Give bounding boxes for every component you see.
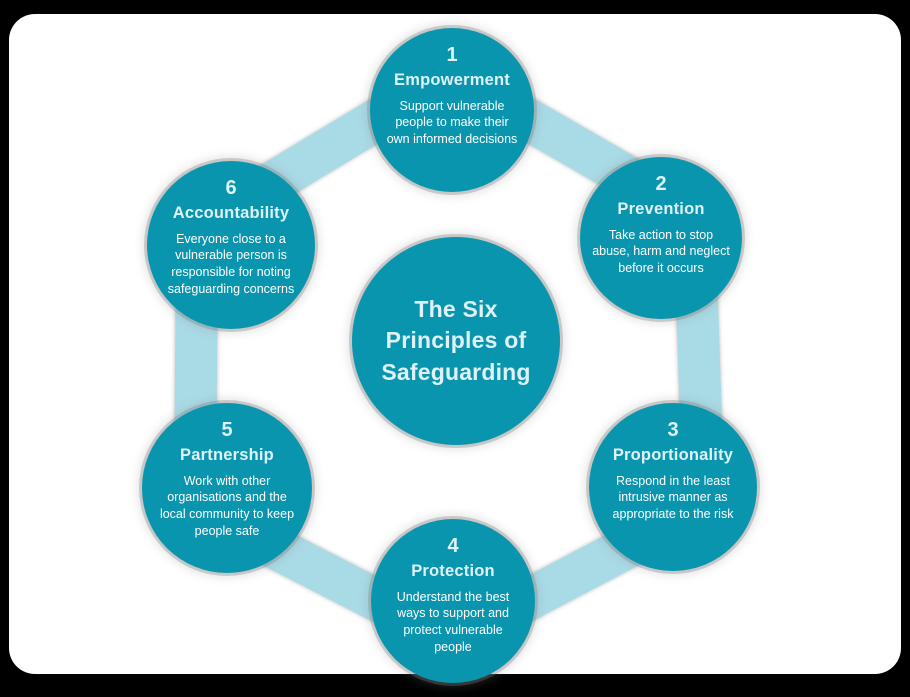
principle-number: 5 (221, 419, 233, 441)
principle-description: Everyone close to a vulnerable person is… (167, 231, 295, 296)
diagram-title: The Six Principles of Safeguarding (381, 296, 531, 385)
principle-title: Accountability (172, 204, 290, 222)
principle-number: 2 (655, 173, 667, 195)
principle-circle-empowerment: 1 Empowerment Support vulnerable people … (370, 28, 534, 192)
principle-description: Take action to stop abuse, harm and negl… (592, 227, 730, 276)
principle-number: 4 (447, 535, 459, 557)
principle-title: Prevention (617, 200, 705, 218)
principle-title: Protection (411, 562, 495, 580)
principle-number: 3 (667, 419, 679, 441)
principle-title: Proportionality (612, 446, 734, 464)
principle-description: Work with other organisations and the lo… (159, 473, 295, 538)
principle-number: 6 (225, 177, 237, 199)
principle-description: Understand the best ways to support and … (396, 589, 510, 654)
principle-circle-accountability: 6 Accountability Everyone close to a vul… (147, 161, 315, 329)
principle-circle-protection: 4 Protection Understand the best ways to… (371, 519, 535, 683)
principle-title: Partnership (180, 446, 274, 464)
principle-circle-prevention: 2 Prevention Take action to stop abuse, … (580, 157, 742, 319)
principle-number: 1 (446, 44, 458, 66)
principle-circle-proportionality: 3 Proportionality Respond in the least i… (589, 403, 757, 571)
center-circle: The Six Principles of Safeguarding (352, 237, 560, 445)
principle-title: Empowerment (394, 71, 510, 89)
principle-circle-partnership: 5 Partnership Work with other organisati… (142, 403, 312, 573)
principle-description: Respond in the least intrusive manner as… (612, 473, 734, 522)
principle-description: Support vulnerable people to make their … (386, 98, 518, 147)
